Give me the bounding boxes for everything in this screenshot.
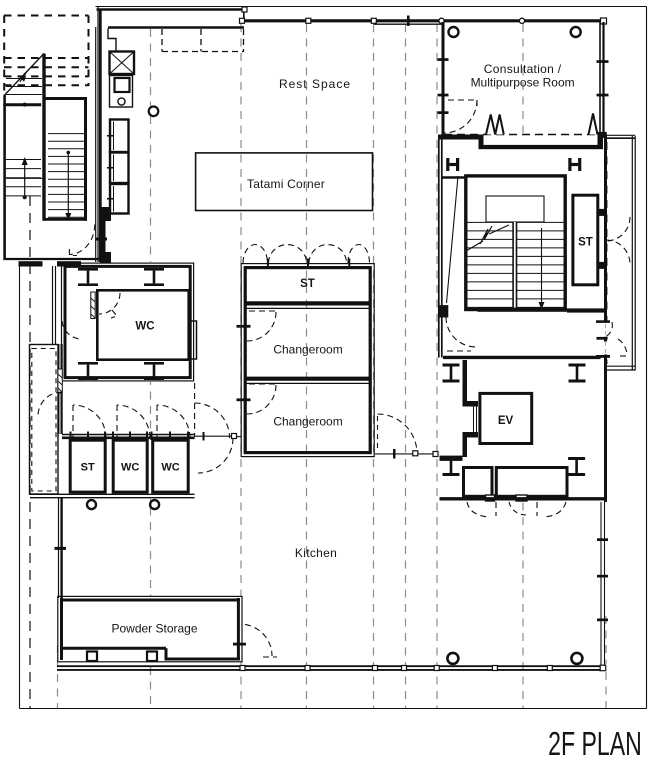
svg-text:Tatami Corner: Tatami Corner [247,177,325,191]
svg-text:Changeroom: Changeroom [273,414,342,428]
svg-text:ST: ST [81,462,95,474]
svg-text:EV: EV [498,415,514,427]
svg-text:Powder Storage: Powder Storage [111,622,197,636]
svg-text:ST: ST [300,278,315,290]
svg-text:Consultation /: Consultation / [484,62,562,76]
svg-text:2F PLAN: 2F PLAN [548,726,642,763]
svg-text:WC: WC [135,321,154,333]
svg-text:WC: WC [121,462,139,474]
svg-text:Changeroom: Changeroom [273,342,342,356]
svg-text:Rest Space: Rest Space [279,77,351,91]
svg-text:WC: WC [161,462,179,474]
svg-text:Multipurpose Room: Multipurpose Room [471,76,575,90]
svg-text:ST: ST [578,237,593,249]
svg-text:Kitchen: Kitchen [295,546,337,560]
